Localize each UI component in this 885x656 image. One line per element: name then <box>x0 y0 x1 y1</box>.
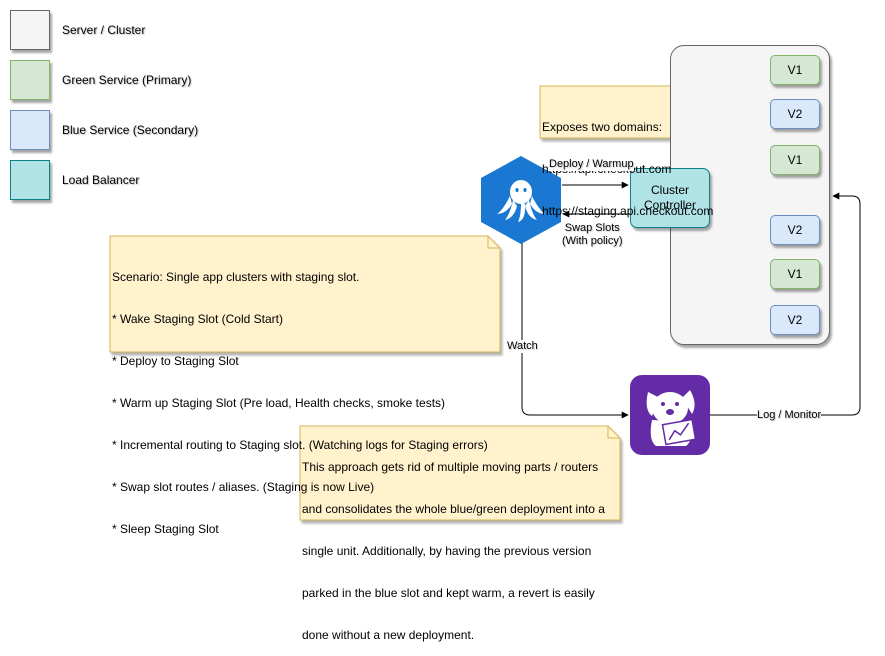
watch-edge <box>521 243 629 419</box>
swap-slots-label: Swap Slots (With policy) <box>562 222 623 248</box>
legend-item-blue-service-swatch <box>10 110 50 150</box>
approach-note-line: single unit. Additionally, by having the… <box>302 544 592 558</box>
approach-note-line: parked in the blue slot and kept warm, a… <box>302 586 595 600</box>
scenario-note-line: * Wake Staging Slot (Cold Start) <box>112 312 283 326</box>
diagram-canvas <box>109 66 861 521</box>
service-v2-slot-1[interactable]: V2 <box>770 99 820 129</box>
legend-item-green-service-swatch <box>10 60 50 100</box>
approach-note-line: This approach gets rid of multiple movin… <box>302 460 599 474</box>
swap-slots-label-line2: (With policy) <box>562 235 623 247</box>
service-v2-slot-2[interactable]: V2 <box>770 215 820 245</box>
scenario-note-line: * Warm up Staging Slot (Pre load, Health… <box>112 396 446 410</box>
domains-note-line: Exposes two domains: <box>542 120 663 134</box>
legend-item-green-service-label: Green Service (Primary) <box>62 73 192 87</box>
scenario-note-shape <box>109 235 501 353</box>
legend-item-server-cluster-label: Server / Cluster <box>62 23 146 37</box>
service-v1-slot-3[interactable]: V1 <box>770 259 820 289</box>
legend-item-load-balancer-swatch <box>10 160 50 200</box>
legend-item-load-balancer-label: Load Balancer <box>62 173 140 187</box>
log-monitor-edge <box>710 192 861 416</box>
service-v1-slot-2[interactable]: V1 <box>770 145 820 175</box>
controller-label-line1: Cluster <box>650 183 689 197</box>
legend-item-blue-service-label: Blue Service (Secondary) <box>62 123 199 137</box>
octopus-hexagon-icon <box>481 156 561 244</box>
controller-label-line2: Controller <box>643 198 697 212</box>
service-label: V1 <box>787 267 803 281</box>
scenario-note: Scenario: Single app clusters with stagi… <box>112 242 488 550</box>
scenario-note-line: * Swap slot routes / aliases. (Staging i… <box>112 480 375 494</box>
approach-note-line: done without a new deployment. <box>302 628 475 642</box>
service-label: V1 <box>787 63 803 77</box>
watch-label: Watch <box>507 340 538 353</box>
cluster-controller[interactable]: Cluster Controller <box>630 168 710 228</box>
approach-note-line: and consolidates the whole blue/green de… <box>302 502 605 516</box>
approach-note: This approach gets rid of multiple movin… <box>302 432 605 656</box>
swap-slots-label-line1: Swap Slots <box>564 222 620 234</box>
domains-note-line: https://staging.api.checkout.com <box>542 204 714 218</box>
dog-monitoring-icon <box>630 375 710 455</box>
service-label: V2 <box>787 107 803 121</box>
service-label: V2 <box>787 313 803 327</box>
scenario-note-line: * Sleep Staging Slot <box>112 522 219 536</box>
service-v2-slot-3[interactable]: V2 <box>770 305 820 335</box>
scenario-note-line: Scenario: Single app clusters with stagi… <box>112 270 360 284</box>
legend-item-server-cluster-swatch <box>10 10 50 50</box>
service-label: V2 <box>787 223 803 237</box>
scenario-note-line: * Incremental routing to Staging slot. (… <box>112 438 488 452</box>
service-label: V1 <box>787 153 803 167</box>
log-monitor-label: Log / Monitor <box>757 409 822 422</box>
scenario-note-line: * Deploy to Staging Slot <box>112 354 239 368</box>
approach-note-shape <box>299 425 621 521</box>
deploy-warmup-label: Deploy / Warmup <box>549 158 634 171</box>
service-v1-slot-1[interactable]: V1 <box>770 55 820 85</box>
